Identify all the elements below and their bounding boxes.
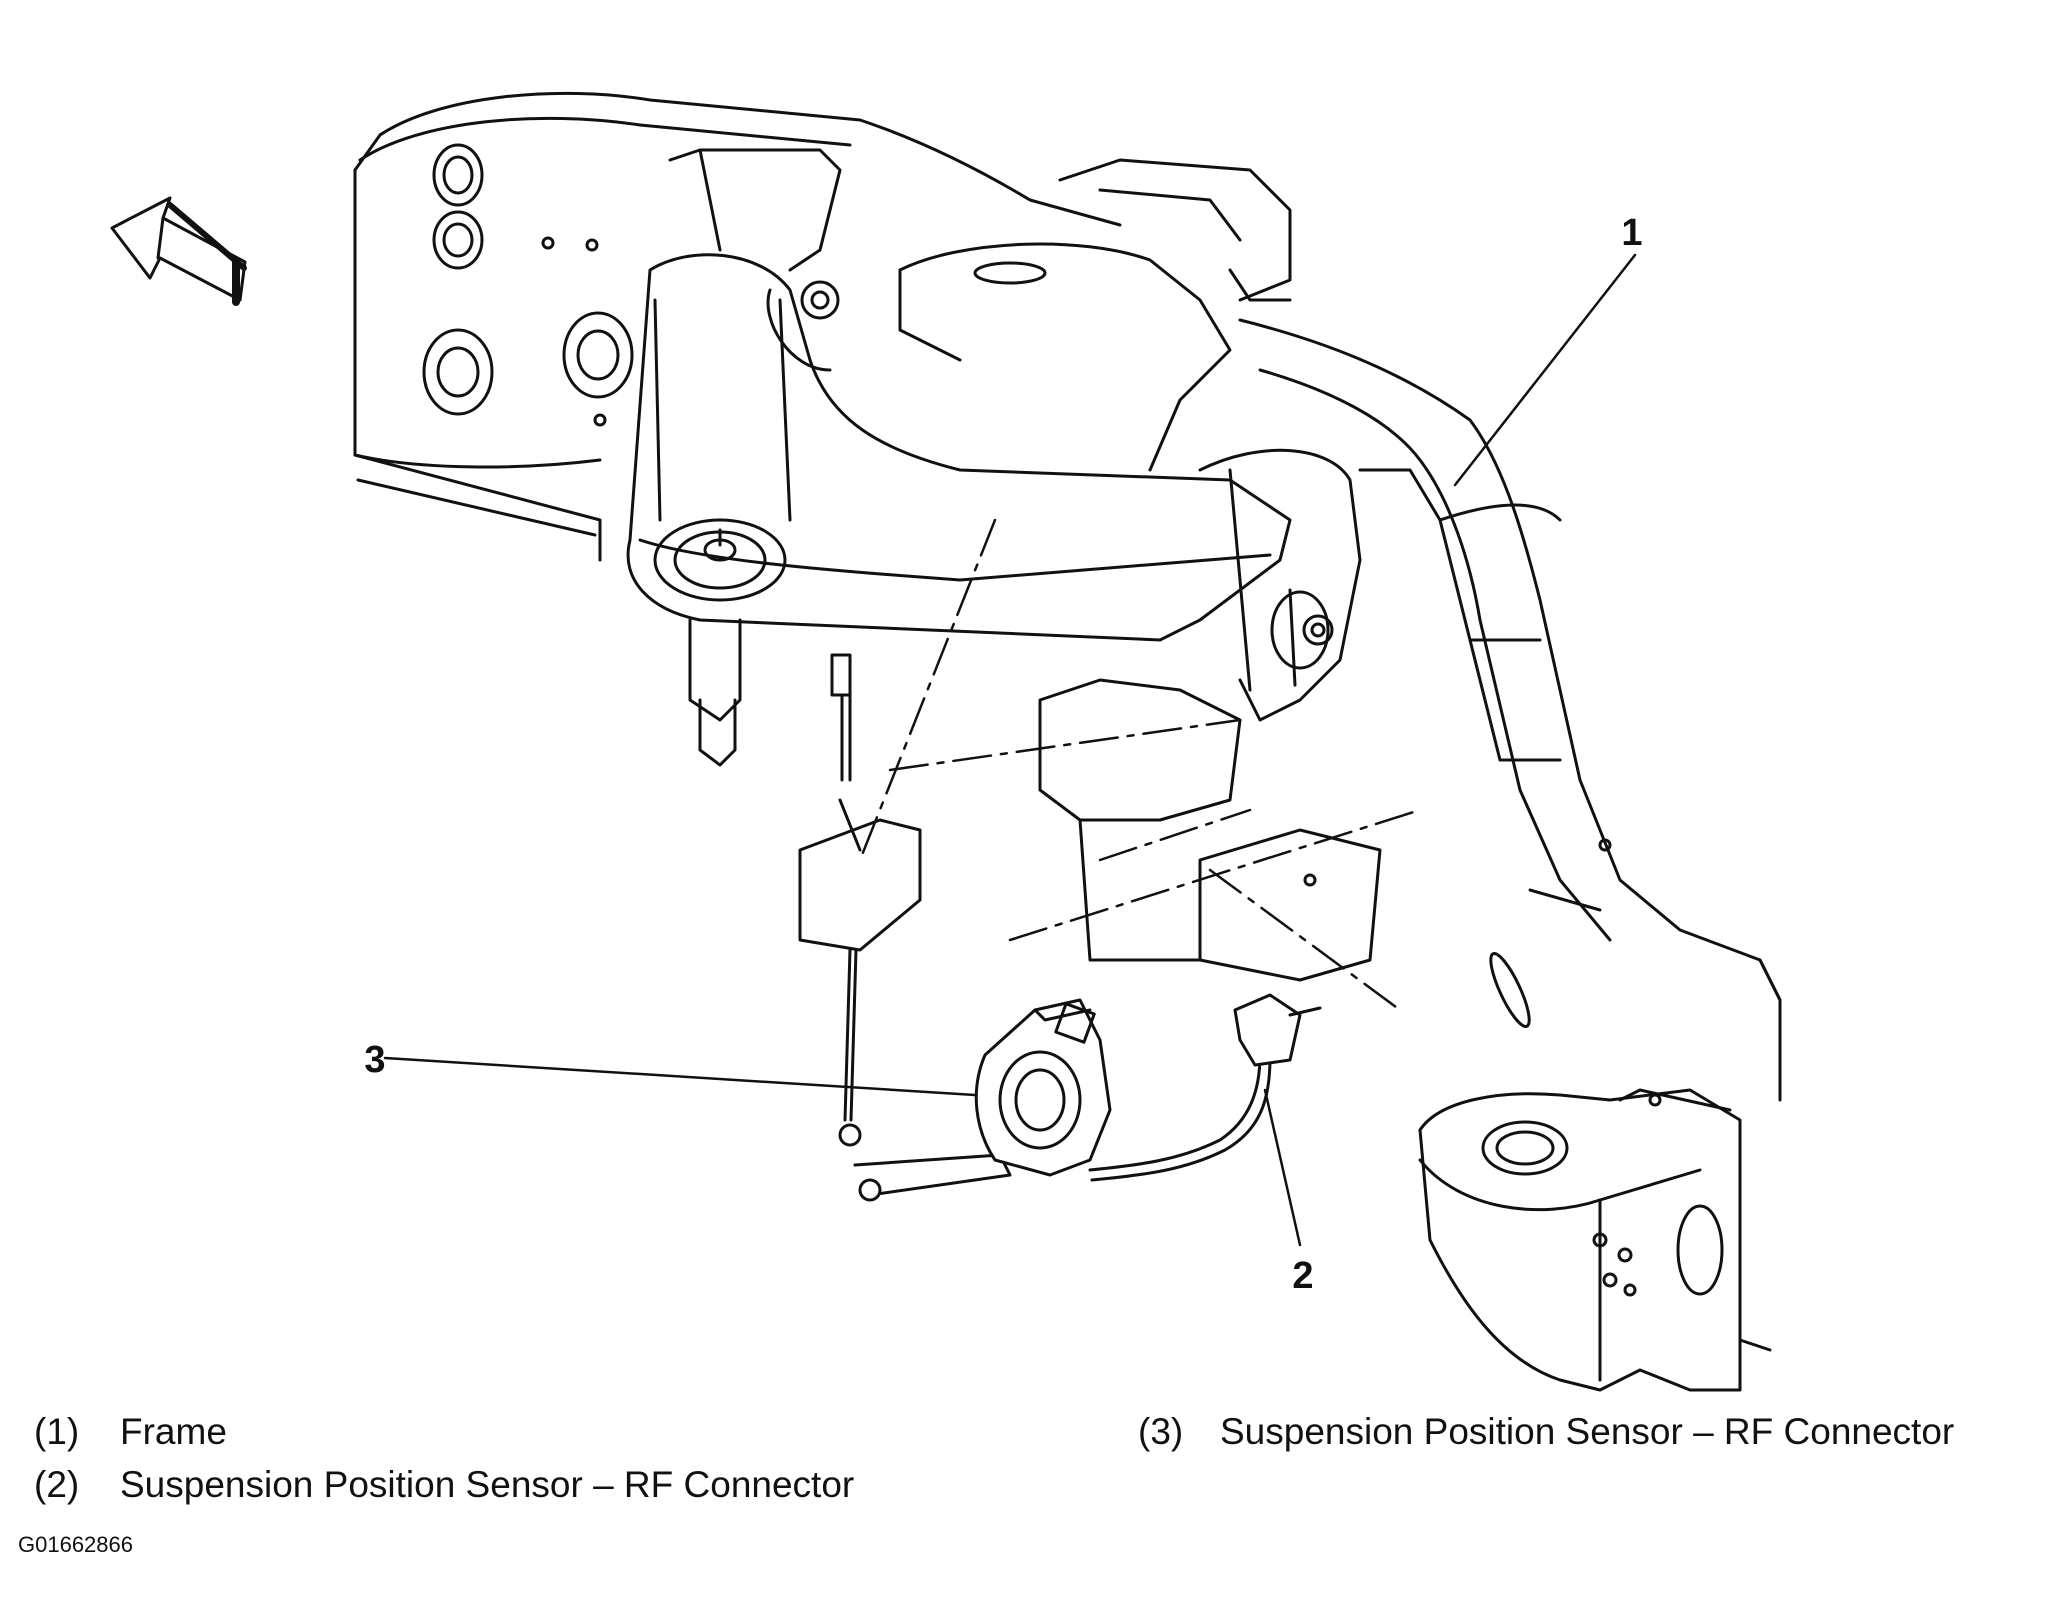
front-frame-horn bbox=[1418, 1088, 1772, 1392]
frame-rail bbox=[1238, 318, 1782, 1107]
frame-bracket bbox=[898, 158, 1292, 472]
callout-1: 1 bbox=[1621, 212, 1642, 254]
legend-number: (3) bbox=[1138, 1411, 1184, 1452]
legend-item-frame: (1) Frame bbox=[34, 1410, 227, 1454]
leader-line-1 bbox=[1453, 253, 1637, 487]
control-arm-bracket bbox=[1198, 448, 1362, 722]
cross-member bbox=[353, 91, 1122, 562]
legend-label: Suspension Position Sensor – RF Connecto… bbox=[120, 1464, 855, 1505]
sensor-link-rod bbox=[798, 653, 1012, 1202]
legend-number: (1) bbox=[34, 1411, 80, 1452]
legend-item-rf-connector-2: (2) Suspension Position Sensor – RF Conne… bbox=[34, 1463, 854, 1507]
legend-item-rf-connector-3: (3) Suspension Position Sensor – RF Conne… bbox=[1138, 1410, 1954, 1454]
sensor-bracket bbox=[1038, 678, 1382, 982]
legend-number: (2) bbox=[34, 1464, 80, 1505]
suspension-position-sensor bbox=[974, 998, 1112, 1177]
upper-control-arm bbox=[626, 148, 1292, 767]
front-direction-arrow-icon bbox=[110, 196, 247, 306]
harness-connector bbox=[1088, 993, 1322, 1182]
leader-line-3 bbox=[383, 1056, 977, 1097]
legend-label: Suspension Position Sensor – RF Connecto… bbox=[1220, 1411, 1955, 1452]
callout-3: 3 bbox=[364, 1039, 385, 1081]
figure-id: G01662866 bbox=[18, 1532, 133, 1557]
legend-label: Frame bbox=[120, 1411, 227, 1452]
leader-line-2 bbox=[1263, 1088, 1302, 1247]
alignment-dashes bbox=[858, 518, 1422, 1012]
callout-2: 2 bbox=[1292, 1255, 1313, 1297]
